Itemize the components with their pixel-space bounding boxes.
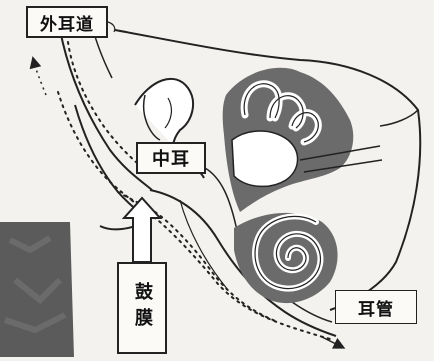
vestibule xyxy=(231,130,299,188)
auditory-nerve xyxy=(299,145,383,173)
outer-ear-canal-label: 外耳道 xyxy=(26,6,108,38)
eardrum-arrow xyxy=(121,196,163,263)
sound-path-inner xyxy=(117,191,279,323)
eardrum-label: 鼓膜 xyxy=(117,262,167,354)
ear-tube-label: 耳管 xyxy=(335,290,417,324)
outer-ear-pointer xyxy=(107,21,116,33)
sound-arrow-entry xyxy=(29,56,47,96)
ear-canal-upper-wall xyxy=(59,29,153,191)
sound-path-outer xyxy=(57,91,335,341)
sound-path-upper xyxy=(67,41,149,173)
middle-ear-label: 中耳 xyxy=(136,142,206,174)
middle-ear-cavity xyxy=(149,189,337,337)
sound-arrow-exit xyxy=(319,335,346,349)
skull-outline xyxy=(114,29,422,311)
